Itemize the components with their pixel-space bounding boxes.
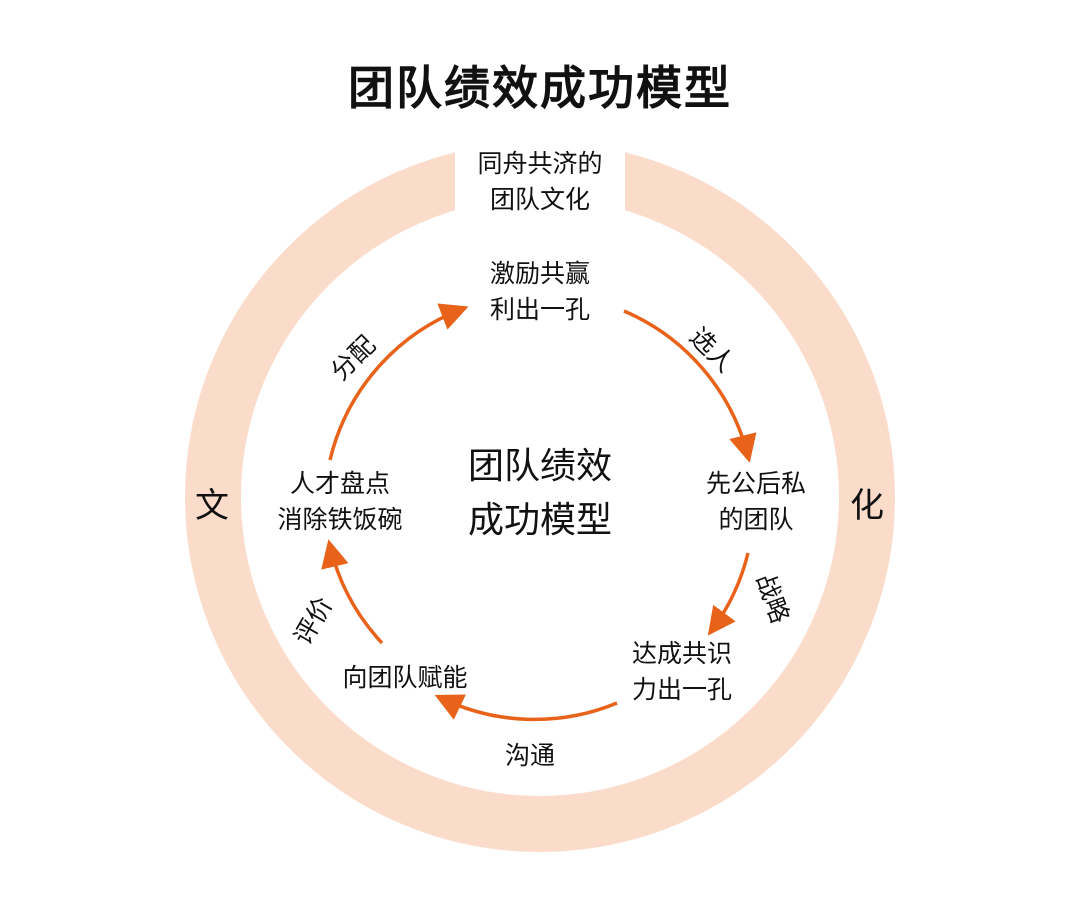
arrow-communicate: [434, 694, 618, 722]
edge-label-communicate: 沟通: [505, 741, 556, 770]
arrow-evaluate: [321, 539, 384, 645]
center-label-line-2: 成功模型: [467, 500, 612, 541]
node-team-first-line-2: 的团队: [718, 505, 794, 534]
node-incentive-line-2: 利出一孔: [489, 295, 590, 324]
node-talent-review: 人才盘点 消除铁饭碗: [250, 466, 430, 538]
node-incentive: 激励共赢 利出一孔: [440, 256, 640, 328]
ring-right-word: 化: [850, 486, 884, 526]
center-label-line-1: 团队绩效: [467, 446, 612, 487]
arrow-select: [623, 309, 757, 463]
node-empower: 向团队赋能: [342, 663, 468, 692]
node-talent-review-line-2: 消除铁饭碗: [277, 505, 403, 534]
arrow-distribute: [328, 303, 469, 461]
ring-label-gap: [455, 140, 625, 228]
ring-top-label: 同舟共济的 团队文化: [440, 146, 640, 218]
node-talent-review-line-1: 人才盘点: [289, 469, 390, 498]
center-label: 团队绩效 成功模型: [430, 440, 650, 548]
node-consensus-line-2: 力出一孔: [631, 675, 732, 704]
arrow-strategy: [707, 552, 750, 636]
ring-top-label-line-1: 同舟共济的: [477, 149, 603, 178]
node-consensus-line-1: 达成共识: [631, 639, 732, 668]
ring-left-word: 文: [195, 486, 229, 526]
node-consensus: 达成共识 力出一孔: [592, 636, 772, 708]
ring-top-label-line-2: 团队文化: [489, 185, 590, 214]
node-team-first-line-1: 先公后私: [705, 469, 806, 498]
page-title: 团队绩效成功模型: [348, 61, 732, 115]
node-team-first: 先公后私 的团队: [666, 466, 846, 538]
node-incentive-line-1: 激励共赢: [489, 259, 590, 288]
